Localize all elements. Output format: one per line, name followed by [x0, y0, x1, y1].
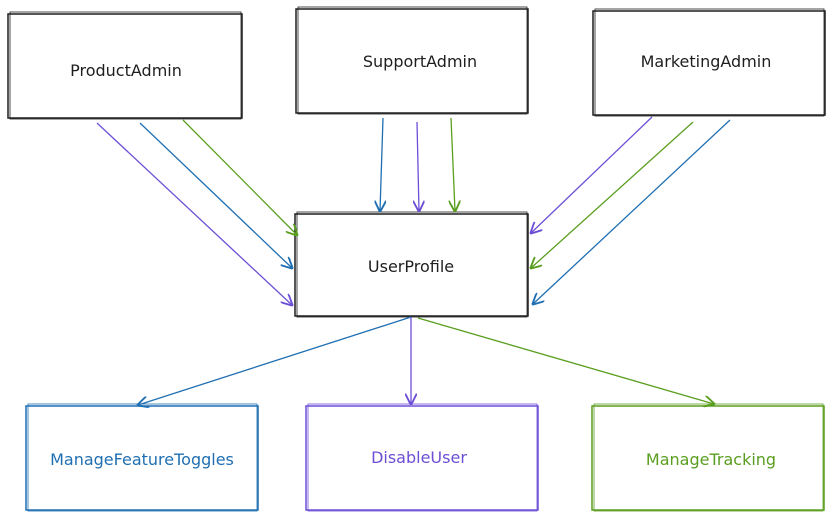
arrow-product-admin-green	[182, 119, 297, 235]
arrow-marketing-admin-blue	[533, 119, 731, 304]
node-manage-feature-toggles-label: ManageFeatureToggles	[50, 450, 234, 469]
node-manage-tracking: ManageTracking	[591, 403, 825, 512]
arrow-product-admin-purple	[96, 122, 292, 305]
node-support-admin: SupportAdmin	[295, 6, 529, 115]
node-manage-tracking-label: ManageTracking	[646, 450, 776, 469]
arrow-to-manage-tracking	[417, 317, 714, 404]
node-disable-user-label: DisableUser	[371, 448, 467, 467]
node-user-profile-label: UserProfile	[368, 257, 454, 276]
arrow-to-manage-feature-toggles	[138, 316, 412, 405]
arrow-marketing-admin-green	[531, 121, 694, 268]
arrow-support-admin-blue	[380, 117, 383, 211]
node-manage-feature-toggles: ManageFeatureToggles	[25, 403, 259, 512]
arrow-support-admin-purple	[417, 121, 419, 211]
arrow-product-admin-blue	[139, 122, 292, 268]
arrow-support-admin-green	[451, 117, 455, 211]
node-product-admin: ProductAdmin	[7, 11, 243, 120]
node-disable-user: DisableUser	[305, 403, 539, 512]
arrow-marketing-admin-purple	[531, 116, 653, 233]
node-product-admin-label: ProductAdmin	[70, 61, 182, 80]
node-marketing-admin-label: MarketingAdmin	[641, 52, 772, 71]
node-marketing-admin: MarketingAdmin	[592, 8, 826, 117]
node-user-profile: UserProfile	[294, 211, 529, 318]
node-support-admin-label: SupportAdmin	[363, 52, 477, 71]
